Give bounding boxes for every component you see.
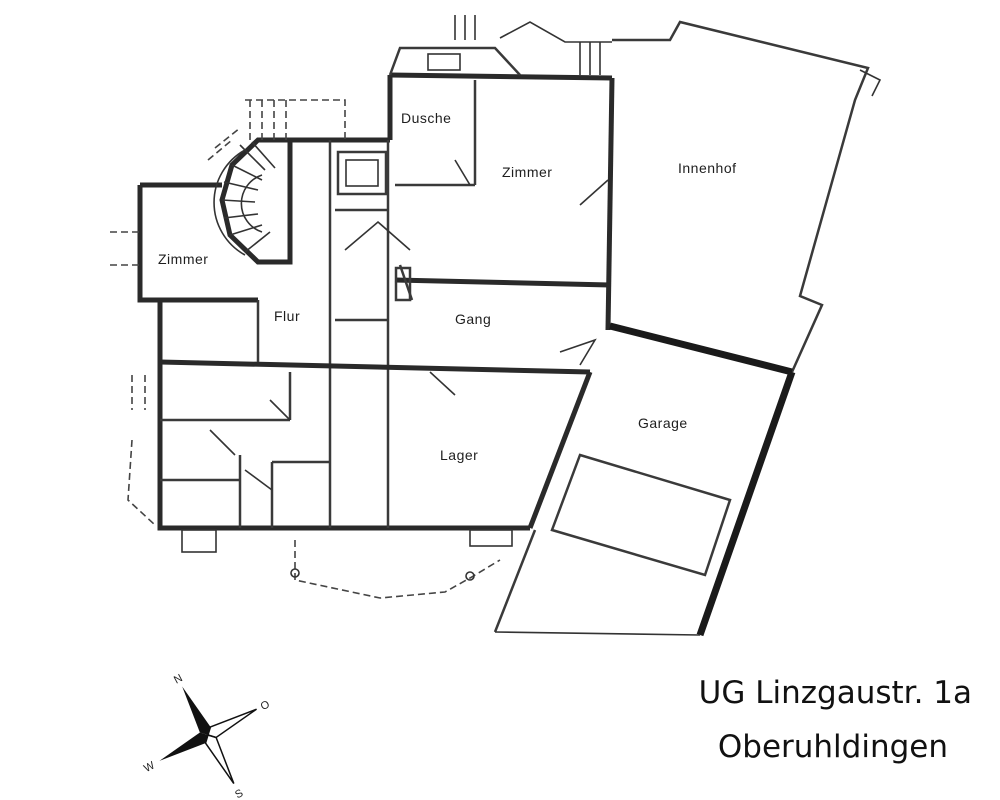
south-terrace <box>110 231 513 599</box>
interior-walls-west <box>159 140 591 528</box>
staircase <box>213 137 293 265</box>
room-label-zimmer-west: Zimmer <box>158 251 208 267</box>
compass-west-letter: W <box>142 759 157 775</box>
outer-walls <box>137 72 615 531</box>
room-label-gang: Gang <box>455 311 491 327</box>
external-stairs-north <box>207 99 346 161</box>
room-label-innenhof: Innenhof <box>678 160 737 176</box>
room-label-flur: Flur <box>274 308 300 324</box>
room-label-dusche: Dusche <box>401 110 451 126</box>
caption-address: UG Linzgaustr. 1a <box>698 675 972 711</box>
interior-walls-middle <box>344 80 611 396</box>
caption-town: Oberuhldingen <box>717 729 948 765</box>
room-label-lager: Lager <box>440 447 478 463</box>
room-label-garage: Garage <box>638 415 688 431</box>
bay-window-north <box>388 15 521 76</box>
compass-north-letter: N <box>172 672 185 686</box>
compass-east-letter: O <box>259 698 273 713</box>
garage-walls <box>493 322 796 637</box>
compass-rose: N O S W <box>142 672 273 800</box>
room-label-zimmer-east: Zimmer <box>502 164 552 180</box>
innenhof-outline <box>499 20 882 373</box>
compass-south-letter: S <box>233 787 245 800</box>
